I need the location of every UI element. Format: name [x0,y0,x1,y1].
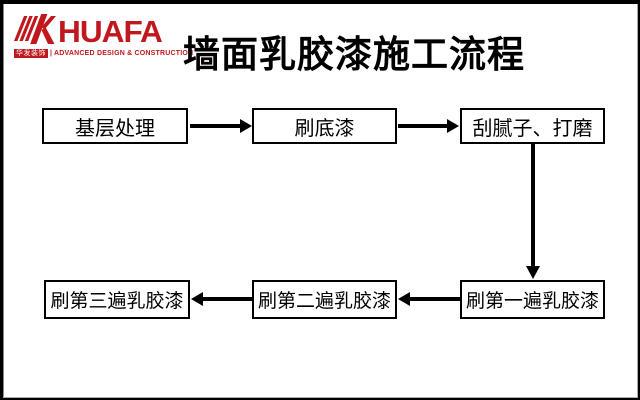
arrow-step3-to-step4-head-icon [526,266,540,279]
arrow-step1-to-step2-line [190,124,241,128]
arrow-step2-to-step3-line [398,124,449,128]
arrow-step4-to-step5-head-icon [398,292,410,306]
flow-node-step-6: 刷第三遍乳胶漆 [44,280,190,319]
arrow-step4-to-step5-line [409,297,460,301]
flow-node-step-4: 刷第一遍乳胶漆 [460,280,605,319]
arrow-step5-to-step6-line [202,297,252,301]
flow-node-step-1: 基层处理 [42,108,188,144]
logo-tagline: 华发装饰 | ADVANCED DESIGN & CONSTRUCTION [14,49,193,58]
slide-canvas: HUAFA 华发装饰 | ADVANCED DESIGN & CONSTRUCT… [3,4,638,398]
flow-node-step-3: 刮腻子、打磨 [460,108,605,144]
flow-node-step-2: 刷底漆 [252,108,397,144]
flow-node-step-5: 刷第二遍乳胶漆 [252,280,397,319]
arrow-step2-to-step3-head-icon [447,119,459,133]
brand-name: HUAFA [58,14,163,49]
arrow-step1-to-step2-head-icon [240,119,252,133]
huafa-k-icon [14,14,56,44]
tagline-english: | ADVANCED DESIGN & CONSTRUCTION [50,50,194,57]
arrow-step3-to-step4-line [531,144,535,267]
logo-row: HUAFA [14,14,174,47]
page-title: 墙面乳胶漆施工流程 [183,34,525,75]
tagline-chinese: 华发装饰 [14,49,48,58]
huafa-logo: HUAFA 华发装饰 | ADVANCED DESIGN & CONSTRUCT… [14,14,193,64]
arrow-step5-to-step6-head-icon [191,292,203,306]
